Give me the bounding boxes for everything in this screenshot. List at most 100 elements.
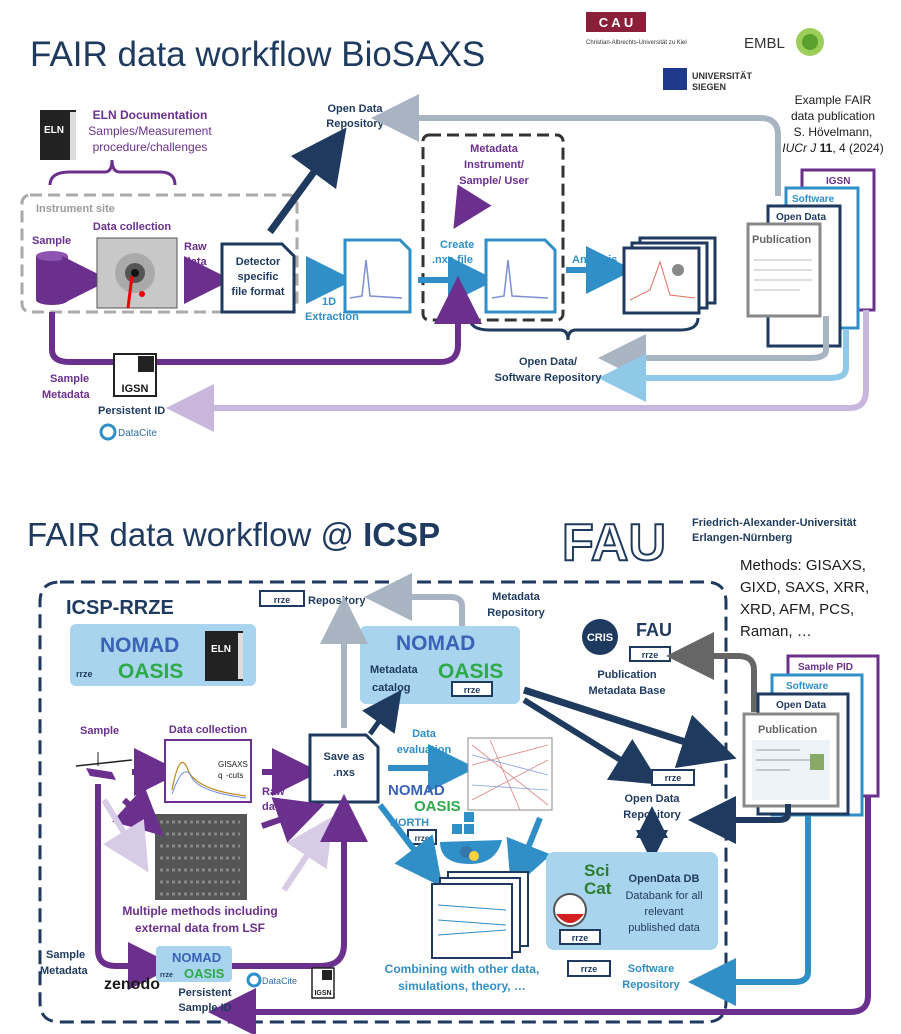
odr-rrze: rrze	[665, 773, 682, 783]
siegen-logo-line2: SIEGEN	[692, 82, 726, 92]
multiple-methods-line-2: external data from LSF	[135, 921, 265, 935]
detector-line-1: Detector	[236, 256, 281, 268]
top-publication-stack: IGSN Software Open Data Publication	[746, 168, 876, 348]
bottom-raw-data-1: Raw	[262, 786, 285, 798]
bottom-sample-label: Sample	[80, 725, 119, 737]
opendata-db-box: Sci Cat OpenData DB Databank for all rel…	[546, 852, 718, 950]
bottom-data-collection-label: Data collection	[169, 724, 248, 736]
analysis-stack	[622, 236, 717, 315]
software-repo-rrze: rrze	[581, 964, 598, 974]
igsn-label: IGSN	[122, 383, 149, 395]
fau-logo-letters: FAU	[562, 514, 666, 572]
catalog-line-1: Metadata	[370, 664, 419, 676]
catalog-rrze: rrze	[464, 685, 481, 695]
sid-nomad: NOMAD	[172, 950, 221, 965]
metadata-line-2: Instrument/	[464, 159, 524, 171]
embl-logo: EMBL	[744, 28, 824, 56]
embl-logo-text: EMBL	[744, 35, 785, 52]
create-nxs-line-2: .nxs file	[432, 254, 473, 266]
gisaxs-sample-icon	[75, 752, 133, 780]
opendata-db-line-3: relevant	[644, 906, 683, 918]
example-line-3: S. Hövelmann,	[794, 125, 873, 139]
cris-label: CRIS	[587, 632, 613, 644]
nomad-eln-nomad: NOMAD	[100, 634, 179, 657]
odr-line-1: Open Data	[624, 793, 680, 805]
nomad-eln-box: NOMAD rrze OASIS ELN	[70, 624, 256, 686]
sid-rrze: rrze	[160, 972, 173, 979]
detector-image	[96, 237, 178, 309]
bottom-sample-metadata-2: Metadata	[40, 965, 89, 977]
top-stack-software: Software	[792, 194, 835, 205]
sample-label: Sample	[32, 235, 71, 247]
cau-logo: C A U Christian-Albrechts-Universität zu…	[586, 12, 687, 46]
data-collection-label: Data collection	[93, 221, 172, 233]
eln-book-icon: ELN	[40, 110, 76, 160]
multiple-methods-line-1: Multiple methods including	[122, 904, 277, 918]
eln-brace	[48, 159, 177, 186]
top-stack-opendata: Open Data	[776, 212, 826, 223]
detector-file-icon	[220, 242, 296, 314]
siegen-logo: UNIVERSITÄT SIEGEN	[663, 68, 753, 92]
top-stack-igsn: IGSN	[826, 176, 850, 187]
datacite-label-bottom: DataCite	[262, 976, 297, 986]
software-repo-line-1: Software	[628, 963, 674, 975]
evaluation-plot	[467, 737, 553, 811]
combining-line-2: simulations, theory, …	[398, 979, 526, 993]
pub-metadata-line-1: Publication	[597, 669, 657, 681]
persistent-sample-id-1: Persistent	[178, 987, 232, 999]
fau-name-1: Friedrich-Alexander-Universität	[692, 517, 857, 529]
methods-line-3: XRD, AFM, PCS,	[740, 601, 854, 618]
sample-metadata-line-2: Metadata	[42, 389, 91, 401]
bottom-raw-data-2: data	[262, 801, 286, 813]
cris-fau-logo: CRIS FAU rrze	[582, 619, 672, 662]
bottom-stack-software: Software	[786, 681, 829, 692]
combining-line-1: Combining with other data,	[385, 962, 540, 976]
metadata-line-1: Metadata	[470, 143, 519, 155]
igsn-icon: IGSN	[113, 353, 157, 397]
fau-logo: FAU Friedrich-Alexander-Universität Erla…	[561, 513, 857, 573]
opendata-db-line-1: OpenData DB	[629, 873, 700, 885]
odr-line-2: Repository	[623, 809, 681, 821]
fau-name-2: Erlangen-Nürnberg	[692, 532, 792, 544]
save-nxs-file-icon	[308, 733, 380, 804]
instrument-site-label: Instrument site	[36, 203, 115, 215]
od-software-line-2: Software Repository	[495, 372, 603, 384]
methods-line-1: Methods: GISAXS,	[740, 557, 866, 574]
metadata-repo-line-1: Metadata	[492, 591, 541, 603]
eval-nomad: NOMAD	[388, 782, 445, 799]
eln-doc-line-1: Samples/Measurement	[88, 124, 212, 138]
detector-line-2: specific	[238, 271, 279, 283]
datacite-logo: DataCite	[99, 423, 157, 441]
eval-rrze: rrze	[415, 834, 430, 843]
raw-data-line-2: data	[184, 256, 208, 268]
icsp-rrze-label: ICSP-RRZE	[66, 597, 174, 619]
save-as-line-1: Save as	[324, 751, 365, 763]
rrze-repo-rrze: rrze	[274, 595, 291, 605]
nomad-eln-rrze: rrze	[76, 669, 93, 679]
cris-fau-label: FAU	[636, 620, 672, 640]
icsp-rrze-box	[38, 580, 728, 1024]
catalog-oasis: OASIS	[438, 660, 503, 683]
bottom-title-bold: ICSP	[363, 516, 440, 553]
citation-line: IUCr J 11, 4 (2024)	[782, 141, 883, 155]
bottom-stack-samplepid: Sample PID	[798, 662, 853, 673]
persistent-id: Persistent ID	[98, 405, 165, 417]
nxs-profile-icon	[484, 238, 557, 314]
sem-image	[155, 814, 247, 900]
raw-data-line-1: Raw	[184, 241, 207, 253]
datacite-label-top: DataCite	[118, 428, 157, 439]
opendata-db-rrze: rrze	[572, 933, 589, 943]
gisaxs-cuts-label: -cuts	[226, 771, 243, 780]
opendata-db-line-4: published data	[628, 922, 700, 934]
citation-rest: , 4 (2024)	[832, 141, 883, 155]
open-data-repository: rrze Open Data Repository	[623, 769, 695, 821]
sid-oasis: OASIS	[184, 966, 225, 981]
extraction-line-1: 1D	[322, 296, 336, 308]
data-eval-line-2: evaluation	[397, 744, 452, 756]
bottom-igsn-label: IGSN	[314, 990, 331, 997]
methods-line-2: GIXD, SAXS, XRR,	[740, 579, 869, 596]
example-line-1: Example FAIR	[795, 93, 872, 107]
data-eval-line-1: Data	[412, 728, 437, 740]
bottom-stack-publication: Publication	[758, 724, 818, 736]
